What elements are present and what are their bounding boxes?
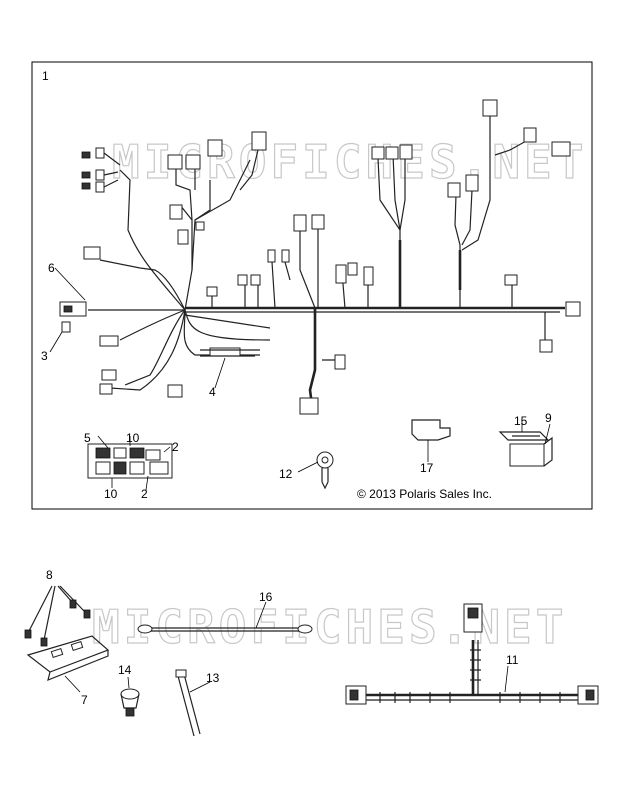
callout-13: 13 (206, 671, 220, 685)
callout-10-top: 10 (126, 431, 140, 445)
ring-terminal (316, 451, 334, 490)
grommet (120, 688, 140, 717)
ground-cable (137, 624, 313, 634)
callout-12: 12 (279, 467, 293, 481)
callout-9: 9 (545, 411, 552, 425)
fuse-box (87, 443, 173, 479)
callout-8: 8 (46, 568, 53, 582)
watermark-bottom: MICROFICHES.NET (92, 600, 567, 654)
relay-module (498, 431, 553, 467)
callout-2-bottom: 2 (141, 487, 148, 501)
watermark-top: MICROFICHES.NET (112, 135, 587, 189)
callout-6: 6 (48, 261, 55, 275)
callout-14: 14 (118, 663, 132, 677)
callout-3: 3 (41, 349, 48, 363)
cable-tie (175, 669, 201, 737)
secondary-harness (345, 603, 599, 705)
callout-leaders (49, 267, 551, 693)
callout-7: 7 (81, 693, 88, 707)
callout-2-top: 2 (172, 440, 179, 454)
callout-17: 17 (420, 461, 434, 475)
main-wire-harness (88, 115, 565, 406)
callout-16: 16 (259, 590, 273, 604)
callout-4: 4 (209, 385, 216, 399)
callout-1: 1 (42, 69, 49, 83)
main-harness-frame (31, 61, 593, 510)
callout-11: 11 (506, 653, 519, 667)
callout-10-bottom: 10 (104, 487, 118, 501)
callout-5: 5 (84, 431, 91, 445)
mounting-bracket (26, 635, 110, 681)
callout-15: 15 (514, 414, 528, 428)
harness-connectors (59, 99, 581, 415)
screws (24, 585, 91, 647)
copyright-notice: © 2013 Polaris Sales Inc. (357, 487, 492, 501)
protective-boot (411, 419, 451, 441)
item-4-inline-fuse (200, 349, 260, 357)
